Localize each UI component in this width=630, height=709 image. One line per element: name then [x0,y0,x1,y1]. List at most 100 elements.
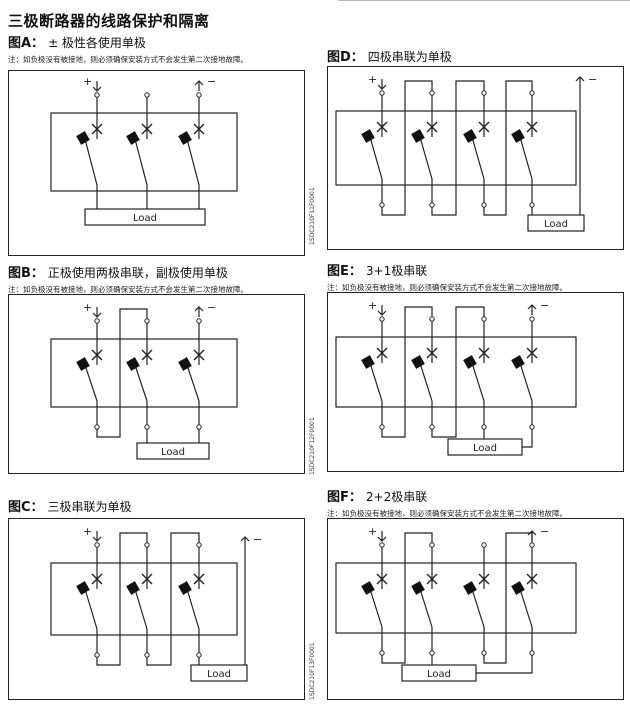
load-box [190,664,248,682]
circuit: +−Load [50,525,262,682]
switch-arm [519,588,533,628]
breaker-body [50,562,238,636]
plus-sign: + [83,525,92,538]
breaker-pole [411,316,438,430]
terminal-top [429,316,435,322]
terminal-top [94,318,100,324]
load-label: Load [544,219,568,230]
breaker-pole [126,92,153,224]
circuit: +−Load [50,301,238,460]
switch-arm [471,362,485,402]
panel-a-desc: ± 极性各使用单极 [48,36,146,50]
switch-arm [471,136,485,180]
arrow-down-icon [377,79,387,90]
terminal-bottom [481,202,487,208]
switch-handle [511,355,525,369]
breaker-pole [126,542,153,658]
switch-arm [369,136,383,180]
minus-sign: − [540,299,549,312]
breaker-pole [511,542,538,656]
minus-sign: − [588,73,597,86]
breaker-pole [178,92,205,224]
switch-handle [178,131,192,145]
switch-handle [76,131,90,145]
terminal-bottom [94,424,100,430]
terminal-bottom [481,424,487,430]
switch-handle [411,581,425,595]
breaker-pole [178,318,205,430]
terminal-top [429,90,435,96]
series-link [381,80,433,216]
circuit-diagram: +−Load [335,299,577,456]
panel-d-frame: + − Load [327,66,624,250]
switch-handle [463,355,477,369]
breaker-pole [463,542,490,656]
terminal-bottom [379,424,385,430]
panel-c-frame: +−Load [8,518,305,700]
breaker-pole [411,90,438,208]
load-wire-minus [476,655,533,674]
switch-handle [511,581,525,595]
switch-arm [369,362,383,402]
terminal-bottom [529,650,535,656]
load-box [401,664,477,682]
panel-e-frame: +−Load [327,292,624,472]
terminal-top [94,542,100,548]
plus-sign: + [83,75,92,88]
load-label: Load [161,447,185,458]
circuit: + − Load [335,73,597,232]
switch-handle [361,129,375,143]
breaker-pole [178,542,205,658]
arrow-down-icon [377,531,387,542]
switch-arm [519,362,533,402]
switch-arm [134,364,148,402]
series-link [146,532,200,666]
breaker-pole [76,542,103,658]
breaker-pole [511,90,538,208]
switch-handle [361,581,375,595]
breaker-pole [463,90,490,208]
panel-f-desc: 2+2极串联 [365,490,428,504]
switch-handle [76,357,90,371]
panel-a-code: 图A： [8,36,45,51]
load-label: Load [473,443,497,454]
terminal-top [481,90,487,96]
arrow-up-icon [240,536,250,547]
panel-d-desc: 四极串联为单极 [367,50,452,64]
series-link [431,80,485,216]
series-link [381,306,433,438]
circuit: +−Load [335,299,577,456]
circuit-diagram: +−Load [50,75,238,226]
circuit: +−Load [50,75,238,226]
load-label: Load [427,669,451,680]
terminal-top [529,542,535,548]
load-wire-minus [522,429,533,448]
terminal-top [144,92,150,98]
switch-handle [463,581,477,595]
circuit-diagram: +−Load [50,525,262,682]
load-wire-minus [579,87,584,224]
plus-sign: + [368,73,377,86]
minus-sign: − [253,533,262,546]
switch-arm [84,364,98,402]
arrow-up-icon [527,530,537,541]
panel-b-desc: 正极使用两极串联，副极使用单极 [47,266,228,280]
terminal-top [481,542,487,548]
panel-c-desc: 三极串联为单极 [47,500,132,514]
terminal-bottom [529,202,535,208]
terminal-top [529,316,535,322]
load-box [84,208,206,226]
circuit-diagram: +−Load [50,301,238,460]
panel-f-frame: +−Load [327,518,624,700]
breaker-body [335,562,577,634]
terminal-bottom [481,650,487,656]
page-title: 三极断路器的线路保护和隔离 [8,12,210,30]
terminal-top [379,542,385,548]
load-box [527,214,585,232]
breaker-pole [361,316,388,430]
breaker-pole [511,316,538,430]
breaker-pole [126,318,153,430]
terminal-top [94,92,100,98]
breaker-pole [361,90,388,208]
terminal-top [429,542,435,548]
